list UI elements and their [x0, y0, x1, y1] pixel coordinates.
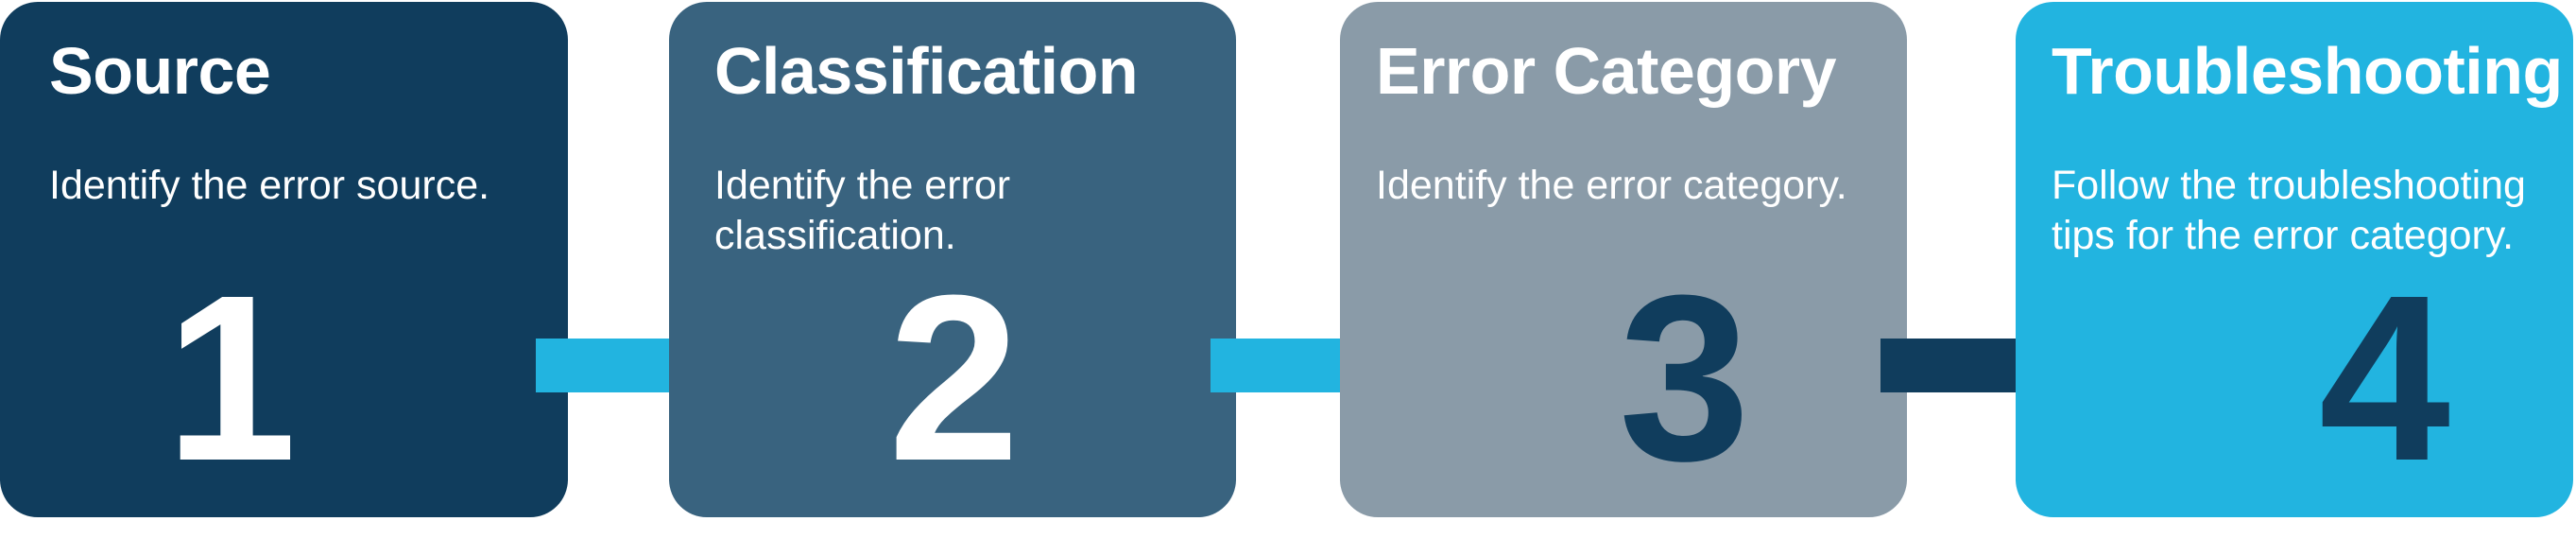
step-title-4: Troubleshooting [2052, 34, 2563, 108]
step-card-2[interactable]: Classification Identify the error classi… [669, 2, 1236, 517]
step-card-4[interactable]: Troubleshooting Follow the troubleshooti… [2016, 2, 2573, 517]
step-title-2: Classification [714, 34, 1139, 108]
step-card-1[interactable]: Source Identify the error source. 1 [0, 2, 568, 517]
step-description-1: Identify the error source. [49, 163, 490, 208]
step-title-1: Source [49, 34, 271, 108]
step-description-4: Follow the troubleshooting tips for the … [2052, 163, 2526, 259]
step-number-4: 4 [2318, 246, 2450, 510]
step-description-2: Identify the error classification. [714, 163, 1011, 259]
step-number-1: 1 [164, 246, 297, 510]
step-number-2: 2 [887, 246, 1020, 510]
step-number-3: 3 [1618, 246, 1750, 510]
step-description-3: Identify the error category. [1376, 163, 1847, 208]
step-card-3[interactable]: Error Category Identify the error catego… [1340, 2, 1907, 517]
step-title-3: Error Category [1376, 34, 1837, 108]
